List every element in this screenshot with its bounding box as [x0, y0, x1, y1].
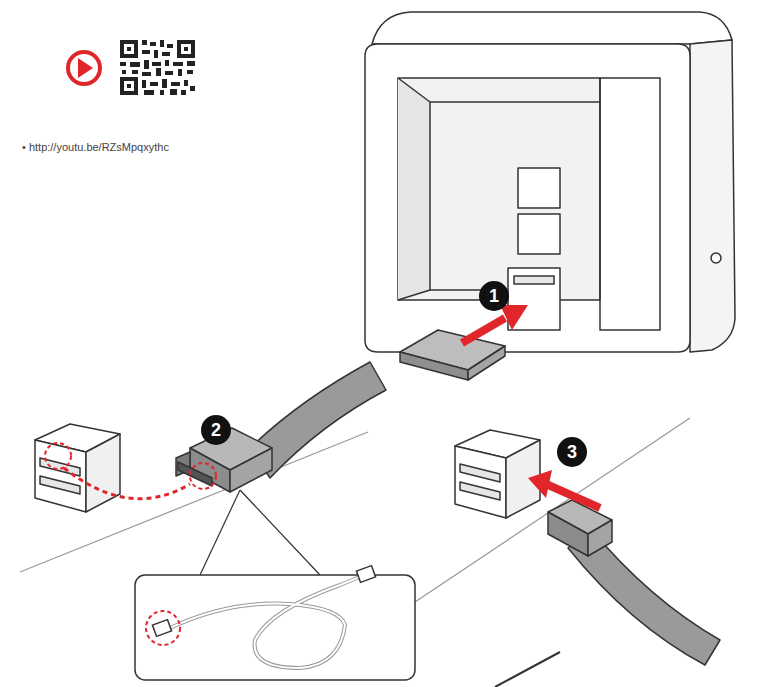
cable-inset [135, 566, 415, 680]
sata-cable [176, 362, 386, 492]
plug-arrow [528, 470, 600, 508]
pc-case [365, 12, 735, 352]
callout-number: 1 [479, 281, 509, 311]
drive-ports [455, 430, 540, 518]
qr-code [120, 40, 195, 95]
drive-ports [35, 424, 120, 512]
alignment-marks [45, 443, 216, 499]
inset-leader [200, 490, 320, 575]
sata-cable [548, 500, 720, 665]
video-link: • http://youtu.be/RZsMpqxythc [22, 141, 169, 153]
callout-number: 2 [201, 415, 231, 445]
video-icon [68, 52, 100, 84]
surface-lines [20, 418, 690, 687]
hard-drive [400, 330, 505, 380]
callout-discs [201, 281, 587, 467]
callout-number: 3 [557, 437, 587, 467]
